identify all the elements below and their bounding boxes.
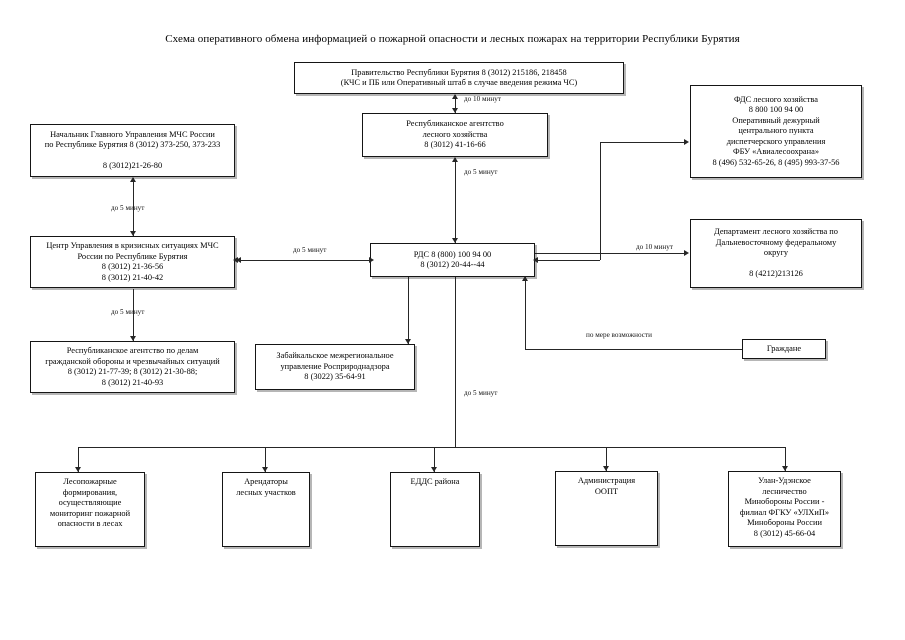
- edge-gov-agency-arrow-down: [451, 108, 458, 113]
- edge-crisis-civil-arrow: [129, 336, 136, 341]
- node-civil-defense-agency-label: Республиканское агентство по делам гражд…: [45, 346, 220, 387]
- edge-agency-rds-arrow-down: [451, 238, 458, 243]
- edge-label-citizens-rds: по мере возможности: [586, 331, 652, 339]
- node-government[interactable]: Правительство Республики Бурятия 8 (3012…: [294, 62, 624, 94]
- edge-bus-fire-units-arrow: [74, 467, 81, 472]
- edge-fds-rds-arrow: [533, 256, 538, 263]
- edge-rds-bus-v: [455, 277, 456, 447]
- edge-rds-fds-h1: [535, 260, 600, 261]
- node-eds-district-label: ЕДДС района: [410, 477, 460, 486]
- node-tenants-label: Арендаторы лесных участков: [236, 477, 296, 497]
- edge-chief-crisis-arrow-down: [129, 231, 136, 236]
- node-oopt-admin[interactable]: Администрация ООПТ: [555, 471, 658, 546]
- edge-rds-fds-h2: [600, 142, 685, 143]
- edge-bus-ulan-ude-arrow: [781, 466, 788, 471]
- node-fire-units-label: Лесопожарные формирования, осуществляющи…: [49, 477, 131, 528]
- node-ulan-ude-forestry[interactable]: Улан-Удэнское лесничество Минобороны Рос…: [728, 471, 841, 547]
- node-far-east-department[interactable]: Департамент лесного хозяйства по Дальнев…: [690, 219, 862, 288]
- edge-crisis-rds-arrow-left: [233, 256, 238, 263]
- edge-label-rds-fareast: до 10 минут: [636, 243, 674, 251]
- edge-rds-fds-arrow: [684, 138, 689, 145]
- edge-bus-fire-units-v: [78, 447, 79, 472]
- edge-label-crisis-civil: до 5 минут: [111, 308, 145, 316]
- node-emercom-chief-label: Начальник Главного Управления МЧС России…: [44, 129, 221, 171]
- edge-rds-fareast-arrow: [684, 249, 689, 256]
- node-rds[interactable]: РДС 8 (800) 100 94 00 8 (3012) 20-44--44: [370, 243, 535, 277]
- edge-bus-oopt-v: [606, 447, 607, 471]
- edge-rds-rospr-arrow: [404, 339, 411, 344]
- edge-gov-agency-arrow-up: [451, 94, 458, 99]
- edge-bus-oopt-arrow: [602, 466, 609, 471]
- edge-chief-crisis-arrow-up: [129, 177, 136, 182]
- edge-label-agency-rds: до 5 минут: [464, 168, 498, 176]
- node-fds-forestry-label: ФДС лесного хозяйства 8 800 100 94 00 Оп…: [712, 94, 840, 167]
- edge-crisis-civil-line: [133, 289, 134, 341]
- edge-rds-fds-v: [600, 142, 601, 260]
- edge-bus-ulan-ude-v: [785, 447, 786, 471]
- edge-agency-rds-arrow-up: [451, 157, 458, 162]
- edge-citizens-rds-arrow: [521, 276, 528, 281]
- node-crisis-center-label: Центр Управления в кризисных ситуациях М…: [46, 241, 219, 282]
- edge-bus-eds-arrow: [430, 467, 437, 472]
- edge-crisis-rds-arrow-right: [369, 256, 374, 263]
- edge-rds-fareast-line: [535, 253, 685, 254]
- diagram-title: Схема оперативного обмена информацией о …: [165, 33, 740, 45]
- node-rds-label: РДС 8 (800) 100 94 00 8 (3012) 20-44--44: [413, 249, 492, 270]
- node-government-label: Правительство Республики Бурятия 8 (3012…: [340, 67, 578, 88]
- edge-label-gov-agency: до 10 минут: [464, 95, 502, 103]
- node-forestry-agency-label: Республиканское агентство лесного хозяйс…: [406, 119, 504, 150]
- node-rosprirodnadzor[interactable]: Забайкальское межрегиональное управление…: [255, 344, 415, 390]
- node-ulan-ude-forestry-label: Улан-Удэнское лесничество Минобороны Рос…: [739, 476, 830, 538]
- node-civil-defense-agency[interactable]: Республиканское агентство по делам гражд…: [30, 341, 235, 393]
- edge-bottom-bus: [78, 447, 785, 448]
- edge-agency-rds-line: [455, 158, 456, 243]
- edge-gov-agency-line: [455, 95, 456, 113]
- node-forestry-agency[interactable]: Республиканское агентство лесного хозяйс…: [362, 113, 548, 157]
- edge-crisis-rds-line: [235, 260, 370, 261]
- edge-label-crisis-rds: до 5 минут: [293, 246, 327, 254]
- node-fire-units[interactable]: Лесопожарные формирования, осуществляющи…: [35, 472, 145, 547]
- edge-bus-tenants-v: [265, 447, 266, 472]
- node-citizens[interactable]: Граждане: [742, 339, 826, 359]
- node-citizens-label: Граждане: [766, 343, 802, 353]
- node-oopt-admin-label: Администрация ООПТ: [577, 476, 636, 496]
- edge-citizens-rds-v: [525, 277, 526, 349]
- edge-citizens-rds-h: [525, 349, 742, 350]
- node-tenants[interactable]: Арендаторы лесных участков: [222, 472, 310, 547]
- node-emercom-chief[interactable]: Начальник Главного Управления МЧС России…: [30, 124, 235, 177]
- edge-chief-crisis-line: [133, 178, 134, 236]
- edge-label-chief-crisis: до 5 минут: [111, 204, 145, 212]
- edge-rds-rospr-line: [408, 277, 409, 344]
- node-eds-district[interactable]: ЕДДС района: [390, 472, 480, 547]
- edge-bus-tenants-arrow: [261, 467, 268, 472]
- edge-label-rds-bottom: до 5 минут: [464, 389, 498, 397]
- node-fds-forestry[interactable]: ФДС лесного хозяйства 8 800 100 94 00 Оп…: [690, 85, 862, 178]
- node-crisis-center[interactable]: Центр Управления в кризисных ситуациях М…: [30, 236, 235, 288]
- node-far-east-department-label: Департамент лесного хозяйства по Дальнев…: [714, 227, 838, 279]
- edge-bus-eds-v: [434, 447, 435, 472]
- edge-crisis-inbound-arrow: [236, 256, 241, 263]
- node-rosprirodnadzor-label: Забайкальское межрегиональное управление…: [276, 351, 394, 382]
